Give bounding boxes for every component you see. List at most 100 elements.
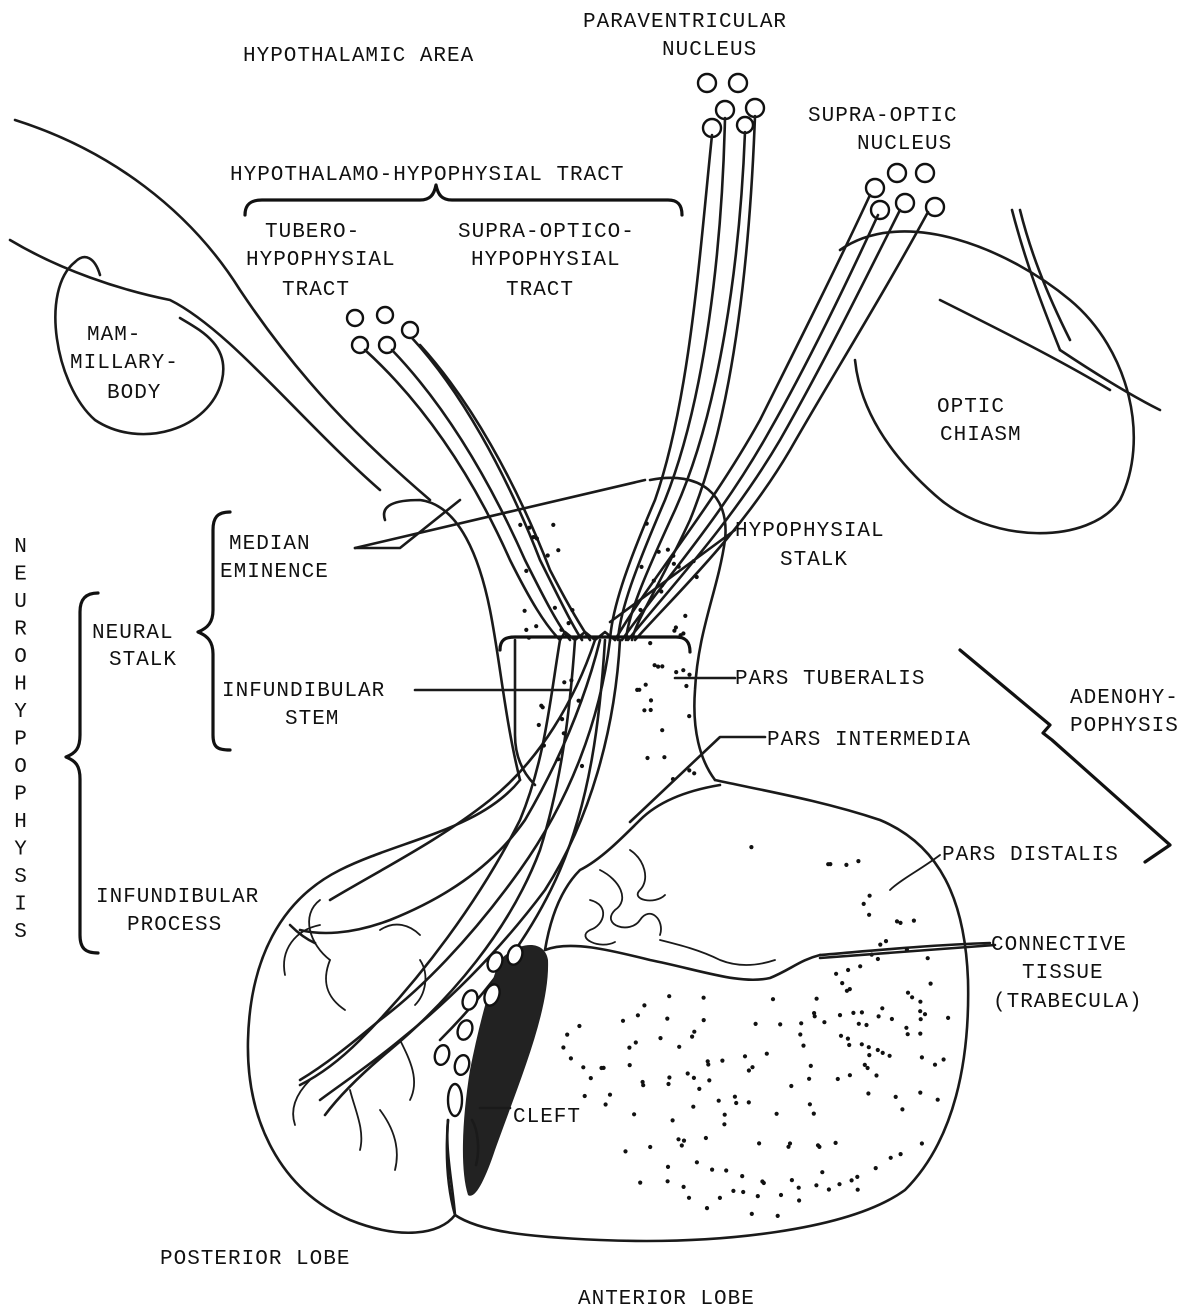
stipple-dot <box>556 548 560 552</box>
stipple-dot <box>757 1141 761 1145</box>
stipple-dot <box>706 1062 710 1066</box>
label-median-1: MEDIAN <box>229 533 311 556</box>
stipple-dot <box>906 991 910 995</box>
stipple-dot <box>889 1156 893 1160</box>
stipple-dot <box>690 1035 694 1039</box>
stipple-dot <box>820 1170 824 1174</box>
stipple-dot <box>918 1009 922 1013</box>
stipple-dot <box>845 989 849 993</box>
stipple-dot <box>839 1034 843 1038</box>
stipple-dot <box>926 956 930 960</box>
stipple-dot <box>634 1040 638 1044</box>
stipple-dot <box>747 1100 751 1104</box>
stipple-dot <box>560 717 564 721</box>
stipple-dot <box>812 1112 816 1116</box>
stipple-dot <box>734 1101 738 1105</box>
label-neural-stalk-1: NEURAL <box>92 622 174 645</box>
label-neurohypophysis-text: NEUROHYPOPHYSIS <box>14 536 28 944</box>
stipple-dot <box>799 1021 803 1025</box>
stipple-dot <box>750 1065 754 1069</box>
stipple-dot <box>665 1017 669 1021</box>
adenohypophysis-brace <box>960 650 1170 862</box>
stipple-dot <box>581 1065 585 1069</box>
label-posterior-lobe: POSTERIOR LOBE <box>160 1248 350 1271</box>
stipple-dot <box>660 664 664 668</box>
label-supraoptic-2: NUCLEUS <box>857 133 952 156</box>
stipple-dot <box>809 1064 813 1068</box>
stipple-dot <box>790 1178 794 1182</box>
label-supraoptico-1: SUPRA-OPTICO- <box>458 221 635 244</box>
stipple-dot <box>862 902 866 906</box>
stipple-dot <box>946 1016 950 1020</box>
stipple-dot <box>750 1212 754 1216</box>
stipple-dot <box>876 1048 880 1052</box>
stipple-dot <box>657 550 661 554</box>
label-supraoptic-1: SUPRA-OPTIC <box>808 105 958 128</box>
label-pars-intermedia: PARS INTERMEDIA <box>767 729 971 752</box>
stipple-dot <box>697 1087 701 1091</box>
stipple-dot <box>834 1141 838 1145</box>
stipple-dot <box>666 1165 670 1169</box>
stipple-dot <box>898 921 902 925</box>
stipple-dot <box>599 1066 603 1070</box>
stipple-dot <box>867 913 871 917</box>
stipple-dot <box>518 523 522 527</box>
stipple-dot <box>828 862 832 866</box>
stipple-dot <box>569 678 573 682</box>
label-hypothalamic-area: HYPOTHALAMIC AREA <box>243 45 474 68</box>
stipple-dot <box>846 968 850 972</box>
stipple-dot <box>929 982 933 986</box>
stipple-dot <box>857 1022 861 1026</box>
stipple-dot <box>658 1036 662 1040</box>
stipple-dot <box>717 1099 721 1103</box>
stipple-dot <box>834 972 838 976</box>
stipple-dot <box>577 699 581 703</box>
stipple-dot <box>724 1168 728 1172</box>
stipple-dot <box>672 629 676 633</box>
label-cleft: CLEFT <box>513 1106 581 1129</box>
stipple-dot <box>686 1071 690 1075</box>
label-optic-2: CHIASM <box>940 424 1022 447</box>
stipple-dot <box>851 1011 855 1015</box>
tubero-axons <box>365 338 590 640</box>
labels: HYPOTHALAMIC AREA PARAVENTRICULAR NUCLEU… <box>70 11 1179 1311</box>
label-pars-distalis: PARS DISTALIS <box>942 844 1119 867</box>
stipple-dot <box>801 1044 805 1048</box>
stipple-dot <box>570 608 574 612</box>
stipple-dot <box>718 1196 722 1200</box>
stipple-dot <box>534 624 538 628</box>
stipple-dot <box>666 1179 670 1183</box>
stipple-dot <box>683 614 687 618</box>
stipple-dot <box>776 1214 780 1218</box>
label-supraoptico-2: HYPOPHYSIAL <box>471 249 621 272</box>
stipple-dot <box>638 608 642 612</box>
stipple-dot <box>662 755 666 759</box>
label-infundibular-stem-1: INFUNDIBULAR <box>222 680 385 703</box>
label-mammillary-1: MAM- <box>87 324 141 347</box>
label-adenohypophysis-1: ADENOHY- <box>1070 687 1179 710</box>
stipple-dot <box>695 1160 699 1164</box>
stipple-dot <box>523 609 527 613</box>
stipple-dot <box>775 1112 779 1116</box>
label-connective-2: TISSUE <box>1022 962 1104 985</box>
stipple-dot <box>656 665 660 669</box>
stipple-dot <box>667 1075 671 1079</box>
stipple-dot <box>551 523 555 527</box>
stipple-dot <box>866 1066 870 1070</box>
stipple-dot <box>807 1077 811 1081</box>
stipple-dot <box>888 1054 892 1058</box>
stipple-dot <box>837 1182 841 1186</box>
stipple-dot <box>702 996 706 1000</box>
stipple-dot <box>733 1095 737 1099</box>
stipple-dot <box>754 1022 758 1026</box>
stipple-dot <box>632 1112 636 1116</box>
stipple-dot <box>836 1077 840 1081</box>
stipple-dot <box>638 1181 642 1185</box>
stipple-dot <box>860 1042 864 1046</box>
stipple-dot <box>710 1168 714 1172</box>
stipple-dot <box>580 764 584 768</box>
stipple-dot <box>894 1095 898 1099</box>
stipple-dot <box>814 1183 818 1187</box>
